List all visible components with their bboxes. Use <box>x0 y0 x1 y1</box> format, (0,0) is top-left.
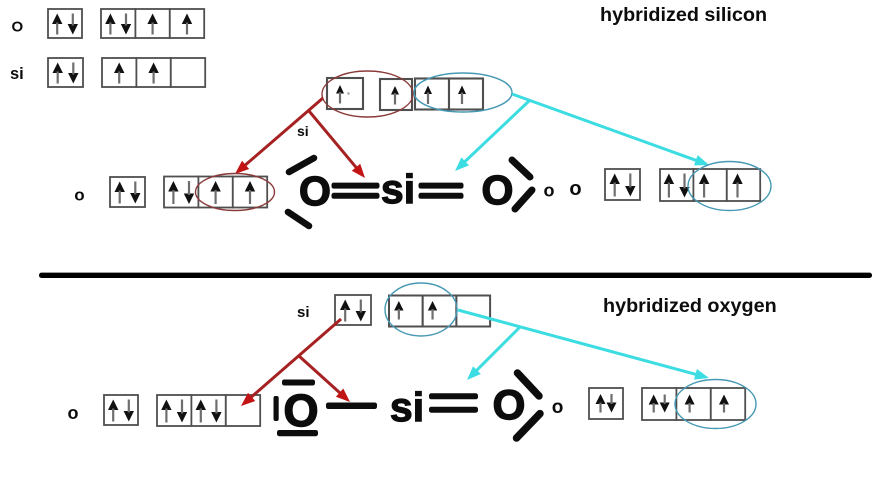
svg-text:O: O <box>299 168 331 214</box>
svg-text:hybridized oxygen: hybridized oxygen <box>603 295 777 317</box>
svg-text:si: si <box>381 166 415 212</box>
svg-text:si: si <box>10 65 24 83</box>
svg-text:O: O <box>12 19 24 36</box>
svg-text:hybridized silicon: hybridized silicon <box>600 4 767 26</box>
svg-text:o: o <box>68 403 79 423</box>
svg-text:o: o <box>569 178 581 200</box>
svg-text:O: O <box>283 385 318 436</box>
svg-text:o: o <box>74 186 84 205</box>
svg-text:O: O <box>482 167 514 213</box>
svg-text:si: si <box>390 384 424 430</box>
svg-text:si: si <box>297 304 310 321</box>
svg-text:si: si <box>297 123 309 139</box>
svg-text:O: O <box>493 381 526 428</box>
svg-text:o: o <box>544 181 555 201</box>
svg-text:o: o <box>552 397 564 418</box>
